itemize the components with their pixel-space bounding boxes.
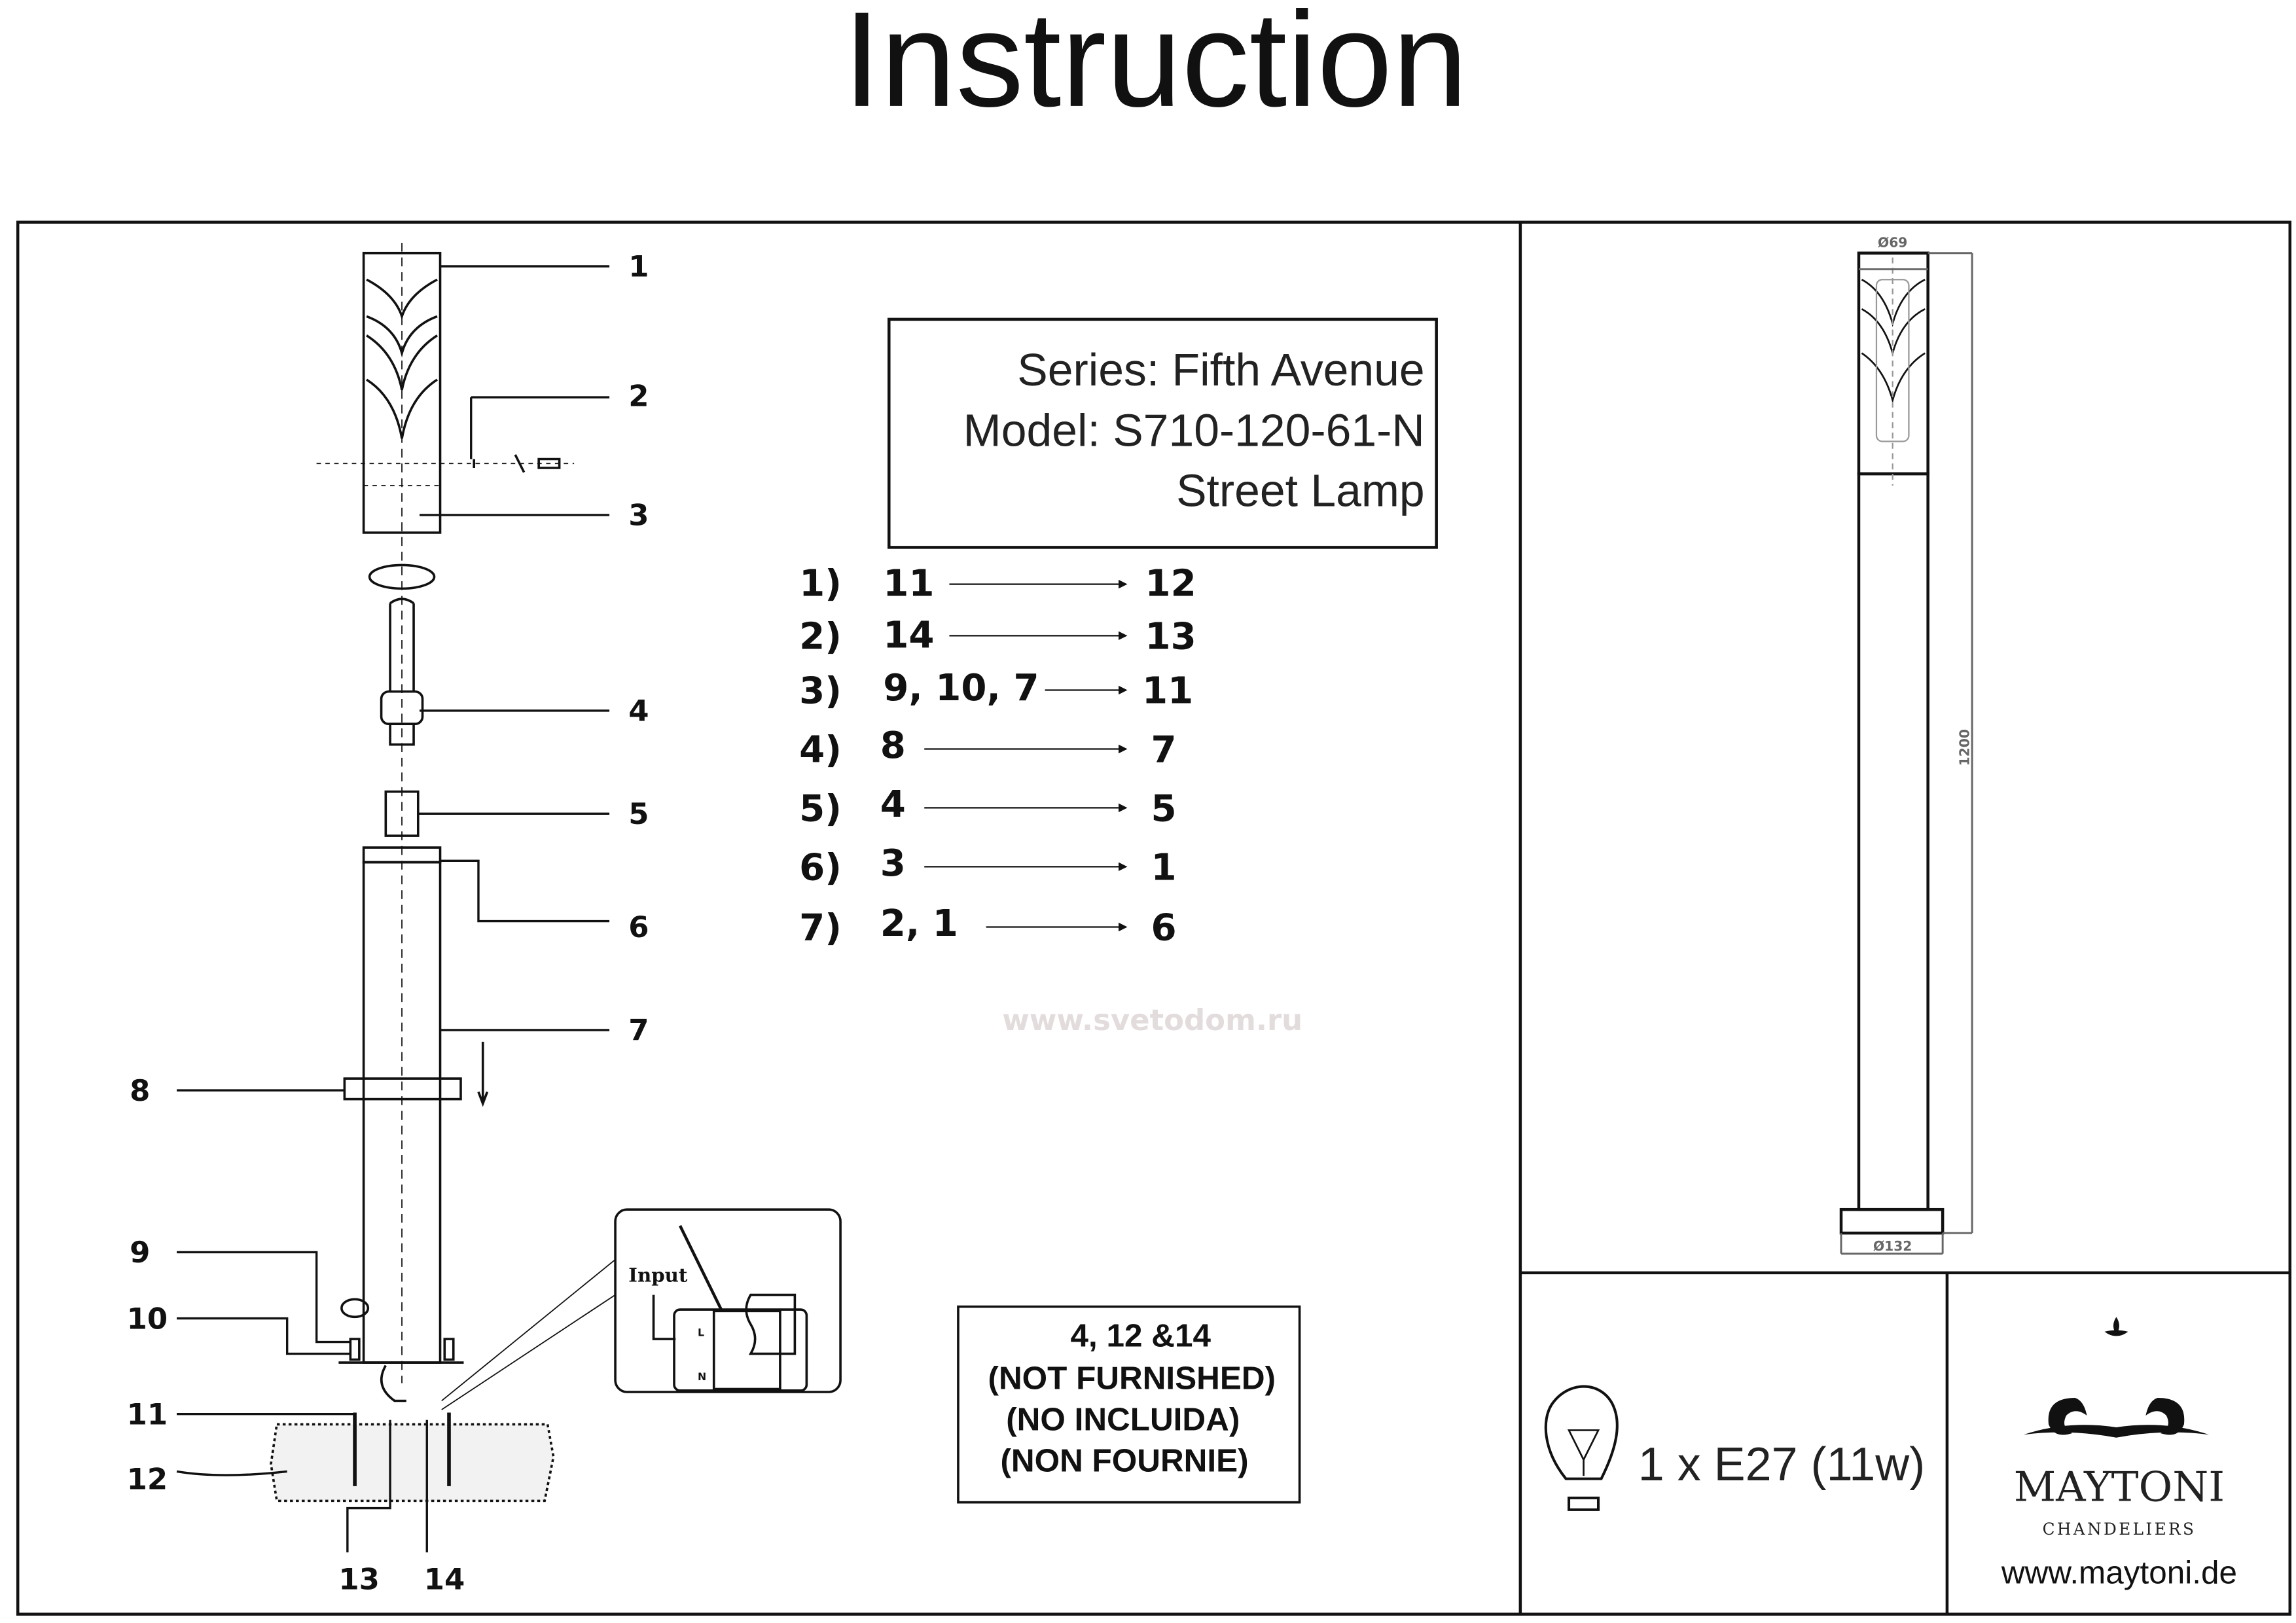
svg-text:9, 10, 7: 9, 10, 7 [883,667,1039,709]
terminal-n-label: N [698,1370,706,1383]
svg-text:(NOT FURNISHED): (NOT FURNISHED) [988,1361,1276,1397]
model-text: Model: S710-120-61-N [963,404,1425,455]
base-diameter-label: Ø132 [1873,1238,1912,1254]
svg-text:6): 6) [799,847,842,889]
page-title: Instruction [843,0,1467,135]
series-text: Series: Fifth Avenue [1017,344,1424,395]
wiring-input-label: Input [628,1264,688,1286]
brand-url[interactable]: www.maytoni.de [2001,1554,2237,1590]
svg-text:3: 3 [880,842,906,885]
part-callouts [176,265,610,1553]
frame [16,221,2292,1616]
svg-text:1: 1 [1151,847,1176,889]
svg-text:12: 12 [1145,563,1196,605]
svg-text:7): 7) [799,907,842,950]
step-3: 3) 9, 10, 7 11 [799,667,1193,712]
callout-1: 1 [628,249,649,284]
callout-4: 4 [628,694,649,728]
step-1: 1) 11 12 [799,563,1196,605]
callout-6: 6 [628,910,649,944]
callout-12: 12 [127,1461,168,1496]
step-5: 5) 4 5 [799,783,1176,830]
svg-text:14: 14 [883,614,934,656]
callout-14: 14 [424,1561,465,1596]
wiring-inset [614,1208,842,1393]
bulb-spec: 1 x E27 (11w) [1638,1438,1925,1491]
terminal-l-label: L [698,1327,704,1339]
svg-text:1): 1) [799,563,842,605]
callout-10: 10 [127,1301,168,1336]
svg-text:(NO INCLUIDA): (NO INCLUIDA) [1006,1401,1240,1437]
svg-text:5: 5 [1151,788,1176,830]
exploded-lamp-drawing [270,242,842,1503]
svg-text:13: 13 [1145,616,1196,658]
callout-2: 2 [628,379,649,414]
svg-text:8: 8 [880,724,906,767]
callout-13: 13 [338,1561,380,1596]
step-2: 2) 14 13 [799,614,1196,658]
callout-3: 3 [628,498,649,533]
watermark: www.svetodom.ru [1002,1003,1302,1037]
callout-8: 8 [130,1073,150,1108]
svg-text:7: 7 [1151,729,1176,772]
maytoni-logo-ornament [2023,1317,2210,1438]
callout-7: 7 [628,1013,649,1048]
type-text: Street Lamp [1176,465,1425,516]
svg-text:2, 1: 2, 1 [880,902,958,945]
svg-text:2): 2) [799,616,842,658]
callout-9: 9 [130,1235,150,1270]
svg-text:(NON FOURNIE): (NON FOURNIE) [1000,1442,1248,1478]
top-diameter-label: Ø69 [1878,235,1907,251]
info-box: Series: Fifth Avenue Model: S710-120-61-… [888,317,1438,549]
brand-name: MAYTONI [2014,1463,2225,1510]
step-7: 7) 2, 1 6 [799,902,1176,950]
step-4: 4) 8 7 [799,724,1176,772]
height-label: 1200 [1957,729,1973,766]
svg-text:5): 5) [799,788,842,830]
concrete-ground [270,1423,555,1503]
svg-text:4): 4) [799,729,842,772]
svg-text:6: 6 [1151,907,1176,950]
light-bulb-icon [1544,1385,1619,1511]
svg-text:11: 11 [1142,670,1193,713]
callout-11: 11 [127,1397,168,1431]
callout-5: 5 [628,796,649,831]
not-furnished-notice: 4, 12 &14 (NOT FURNISHED) (NO INCLUIDA) … [957,1305,1301,1504]
svg-text:11: 11 [883,563,934,605]
svg-text:4, 12 &14: 4, 12 &14 [1071,1317,1211,1353]
dimension-drawing [1839,251,1973,1255]
svg-text:3): 3) [799,670,842,713]
svg-text:4: 4 [880,783,906,826]
brand-tagline: CHANDELIERS [2043,1520,2197,1539]
step-6: 6) 3 1 [799,842,1176,889]
